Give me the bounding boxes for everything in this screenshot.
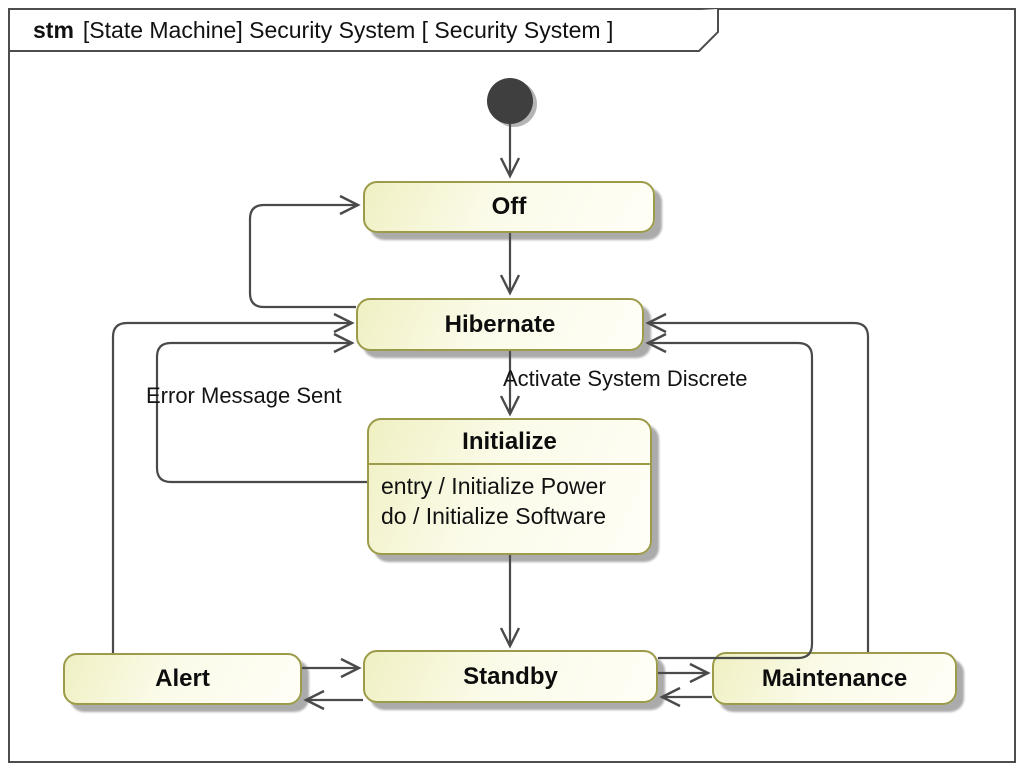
state-initialize[interactable]: Initialize entry / Initialize Power do /… (367, 418, 652, 555)
frame-title-tab (9, 9, 719, 52)
state-maintenance[interactable]: Maintenance (712, 652, 957, 705)
state-alert[interactable]: Alert (63, 653, 302, 705)
transition-hibernate-to-off[interactable] (248, 194, 361, 309)
state-alert-label: Alert (155, 665, 210, 692)
diagram-frame-border (8, 8, 1016, 763)
state-off[interactable]: Off (363, 181, 655, 233)
diagram-title: stm [State Machine] Security System [ Se… (9, 9, 718, 51)
state-initialize-label: Initialize (369, 420, 650, 465)
transition-label-activate-system-discrete: Activate System Discrete (503, 366, 748, 391)
transition-alert-to-hibernate[interactable] (111, 312, 355, 653)
diagram-title-text: [State Machine] Security System [ Securi… (82, 16, 614, 43)
transition-standby-to-hibernate[interactable] (645, 332, 814, 660)
state-standby-label: Standby (463, 662, 558, 690)
state-maintenance-label: Maintenance (761, 664, 908, 692)
transition-maintenance-to-hibernate[interactable] (645, 312, 870, 652)
transition-label-error-message-sent: Error Message Sent (146, 383, 342, 408)
state-initialize-do-action: do / Initialize Software (381, 503, 607, 529)
state-initialize-activities: entry / Initialize Power do / Initialize… (369, 465, 650, 531)
initial-state-node[interactable] (487, 78, 533, 124)
state-hibernate[interactable]: Hibernate (356, 298, 644, 351)
diagram-kind-keyword: stm (33, 16, 74, 43)
state-initialize-entry-action: entry / Initialize Power (381, 473, 606, 499)
state-hibernate-label: Hibernate (444, 310, 556, 338)
state-standby[interactable]: Standby (363, 650, 658, 703)
transition-initialize-to-hibernate[interactable] (155, 332, 367, 484)
state-off-label: Off (491, 193, 527, 220)
